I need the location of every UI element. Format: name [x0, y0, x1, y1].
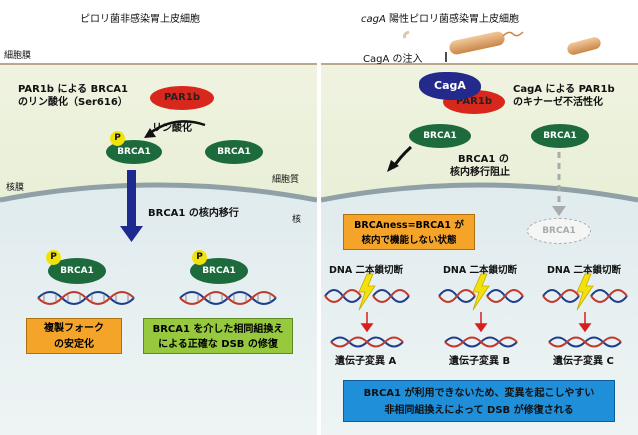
nhej-line1: BRCA1 が利用できないため、変異を起こしやすい: [363, 388, 595, 399]
nuclear-translocation-arrow: [127, 170, 136, 228]
inactivation-label-line2: のキナーゼ不活性化: [513, 97, 603, 108]
phosphorylation-arrow: [149, 120, 206, 135]
block-label-line1: BRCA1 の: [458, 154, 509, 165]
left-title: ピロリ菌非感染胃上皮細胞: [80, 14, 200, 25]
brcaness-line2: 核内で機能しない状態: [361, 235, 457, 246]
nucleus-label: 核: [292, 215, 302, 225]
inactivation-label-line1: CagA による PAR1b: [513, 84, 615, 95]
phosphorylation-arrow-label: リン酸化: [152, 123, 192, 134]
brcaness-box: BRCAness=BRCA1 が 核内で機能しない状態: [343, 214, 475, 250]
left-panel-uninfected: ピロリ菌非感染胃上皮細胞 細胞膜 PAR1b による BRCA1 のリン酸化（S…: [0, 0, 317, 435]
nhej-summary-box: BRCA1 が利用できないため、変異を起こしやすい 非相同組換えによって DSB…: [343, 380, 615, 422]
right-title-rest: 陽性ピロリ菌感染胃上皮細胞: [385, 14, 520, 25]
left-background: [0, 0, 317, 435]
phosphate-marker-2: P: [46, 250, 61, 265]
caga-injection-label: CagA の注入: [363, 54, 423, 65]
nucleus-region: [0, 185, 317, 435]
h-pylori-bacterium-1: [403, 30, 524, 55]
brcaness-line1: BRCAness=BRCA1 が: [354, 220, 464, 231]
caga-oval: CagA: [419, 72, 481, 100]
lightning-icon-b: [472, 273, 490, 311]
block-label-line2: 核内移行阻止: [450, 167, 510, 178]
dsb-label-b: DNA 二本鎖切断: [443, 265, 517, 276]
dna-repaired-a: [330, 336, 404, 348]
dna-break-c: [542, 273, 628, 311]
brca1-absent-nucleus: BRCA1: [527, 218, 591, 244]
nuclear-membrane-label: 核膜: [6, 183, 25, 193]
dsb-label-c: DNA 二本鎖切断: [547, 265, 621, 276]
phosphorylation-label-line1: PAR1b による BRCA1: [18, 84, 128, 95]
brca1-cytoplasm-right-2: BRCA1: [531, 124, 589, 148]
dsb-label-a: DNA 二本鎖切断: [329, 265, 403, 276]
panel-divider: [317, 0, 321, 435]
brca1-cytoplasm-right-1: BRCA1: [409, 124, 471, 148]
nuclear-translocation-label: BRCA1 の核内移行: [148, 208, 239, 219]
phosphorylation-label-line2: のリン酸化（Ser616）: [18, 97, 128, 108]
mutation-label-c: 遺伝子変異 C: [553, 356, 614, 367]
nuclear-membrane: [0, 182, 317, 203]
lightning-icon-c: [576, 273, 594, 311]
h-pylori-bacterium-2: [567, 37, 601, 55]
dna-break-b: [438, 273, 524, 311]
dna-helix-left-1: [37, 291, 135, 305]
fork-stabilization-box: 複製フォーク の安定化: [26, 318, 122, 354]
dna-repaired-c: [548, 336, 622, 348]
phosphate-marker-1: P: [110, 131, 125, 146]
phosphate-marker-3: P: [192, 250, 207, 265]
par1b-oval-left: PAR1b: [150, 86, 214, 110]
mutation-label-b: 遺伝子変異 B: [449, 356, 511, 367]
hr-repair-line2: による正確な DSB の修復: [158, 339, 278, 350]
hr-repair-line1: BRCA1 を介した相同組換え: [152, 324, 284, 335]
lightning-icon-a: [358, 273, 376, 311]
cytoplasm-label: 細胞質: [272, 175, 300, 185]
mutation-label-a: 遺伝子変異 A: [335, 356, 397, 367]
hr-repair-box: BRCA1 を介した相同組換え による正確な DSB の修復: [143, 318, 293, 354]
dna-break-a: [324, 273, 410, 311]
right-panel-infected: cagA 陽性ピロリ菌感染胃上皮細胞 CagA の注入 PAR1b CagA C…: [321, 0, 638, 435]
nhej-line2: 非相同組換えによって DSB が修復される: [384, 405, 574, 416]
dna-repaired-b: [444, 336, 518, 348]
dna-helix-left-2: [179, 291, 277, 305]
brca1-unphosphorylated-left: BRCA1: [205, 140, 263, 164]
right-title-gene: cagA: [361, 14, 386, 25]
right-title: cagA 陽性ピロリ菌感染胃上皮細胞: [361, 14, 519, 25]
cell-membrane-label: 細胞膜: [4, 51, 32, 61]
